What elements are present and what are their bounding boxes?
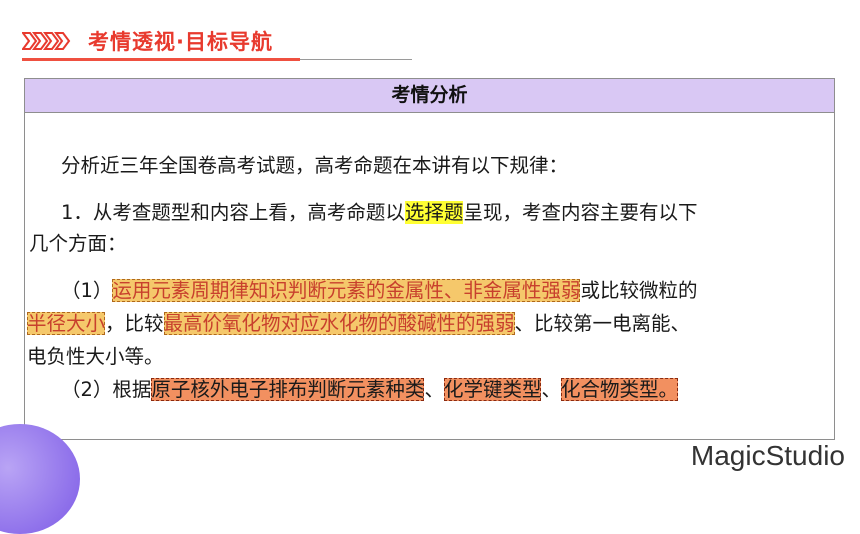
point2-line2: 半径大小，比较最高价氧化物对应水化物的酸碱性的强弱、比较第一电离能、 <box>27 308 690 339</box>
point3-line1: （2）根据原子核外电子排布判断元素种类、化学键类型、化合物类型。 <box>61 374 678 405</box>
highlight-choice-question: 选择题 <box>404 201 464 224</box>
highlight-radius: 半径大小 <box>27 312 106 335</box>
point2-line3: 电负性大小等。 <box>27 345 164 368</box>
point3-sep1: 、 <box>424 378 444 401</box>
chevrons-icon <box>22 32 80 50</box>
section-header: 考情透视·目标导航 <box>22 24 273 58</box>
point1-text-b: 呈现，考查内容主要有以下 <box>463 201 698 224</box>
point1-text-a: 1．从考查题型和内容上看，高考命题以 <box>61 201 405 224</box>
decorative-blob <box>0 424 80 534</box>
point2-tail: 、比较第一电离能、 <box>514 312 691 335</box>
point1-line2: 几个方面： <box>29 232 127 255</box>
point1-line1: 1．从考查题型和内容上看，高考命题以选择题呈现，考查内容主要有以下 <box>61 197 697 228</box>
highlight-periodic-law: 运用元素周期律知识判断元素的金属性、非金属性强弱 <box>112 279 581 302</box>
page-title: 考情透视·目标导航 <box>88 30 273 54</box>
point2-line1: （1）运用元素周期律知识判断元素的金属性、非金属性强弱或比较微粒的 <box>61 275 697 306</box>
brand-logo: MagicStudio <box>690 440 845 471</box>
point3-prefix: （2）根据 <box>61 378 152 401</box>
analysis-box: 考情分析 分析近三年全国卷高考试题，高考命题在本讲有以下规律： 1．从考查题型和… <box>24 78 835 440</box>
point2-prefix: （1） <box>61 279 113 302</box>
highlight-compound-type: 化合物类型。 <box>560 378 678 401</box>
intro-line: 分析近三年全国卷高考试题，高考命题在本讲有以下规律： <box>61 154 569 177</box>
point3-sep2: 、 <box>541 378 561 401</box>
highlight-electron-config: 原子核外电子排布判断元素种类 <box>151 378 425 401</box>
box-title: 考情分析 <box>25 79 834 113</box>
highlight-bond-type: 化学键类型 <box>443 378 542 401</box>
point2-mid2: ，比较 <box>105 312 164 335</box>
highlight-acidity: 最高价氧化物对应水化物的酸碱性的强弱 <box>163 312 515 335</box>
title-underline <box>22 58 300 61</box>
point2-mid1: 或比较微粒的 <box>580 279 698 302</box>
title-underline-thin <box>300 59 412 60</box>
